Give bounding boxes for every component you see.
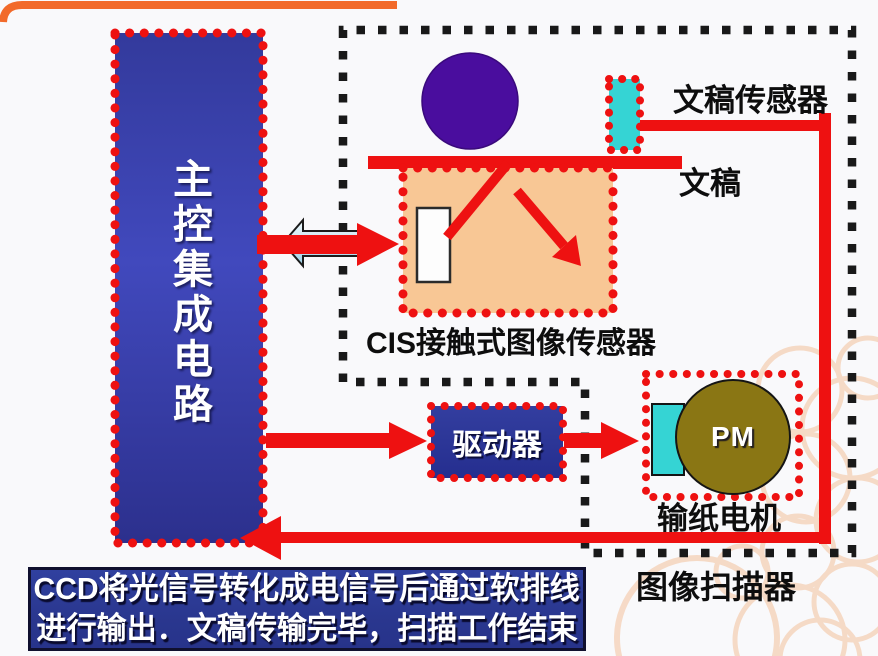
main-block-label: 主控集成电路 bbox=[167, 158, 211, 428]
paper-roller-circle bbox=[421, 52, 519, 150]
reflected-ray-arrowhead bbox=[552, 235, 581, 266]
scanner-label: 图像扫描器 bbox=[636, 569, 797, 605]
sensor-connector-line bbox=[640, 120, 830, 131]
cis-lens-rect bbox=[415, 206, 452, 284]
light-ray-line bbox=[443, 159, 512, 241]
decorative-circle bbox=[614, 555, 780, 656]
feedback-horizontal-line bbox=[268, 532, 831, 543]
document-sensor-box bbox=[605, 75, 644, 154]
motor-box bbox=[642, 370, 803, 501]
feedback-arrowhead bbox=[240, 516, 281, 560]
control-to-cis-arrow bbox=[257, 223, 399, 266]
caption-banner: CCD将光信号转化成电信号后通过软排线 进行输出．文稿传输完毕，扫描工作结束 bbox=[28, 567, 586, 651]
pm-label: PM bbox=[711, 421, 755, 452]
decorative-circle bbox=[777, 617, 863, 656]
motor-circle bbox=[675, 379, 791, 495]
driver-box bbox=[427, 402, 567, 482]
doc-sensor-label: 文稿传感器 bbox=[673, 83, 828, 118]
driver-label: 驱动器 bbox=[452, 429, 542, 462]
cis-label: CIS接触式图像传感器 bbox=[366, 327, 657, 360]
control-to-driver-arrow bbox=[266, 422, 427, 459]
caption-line-2: 进行输出．文稿传输完毕，扫描工作结束 bbox=[36, 611, 578, 646]
feedback-vertical-line bbox=[819, 113, 831, 544]
decorative-top-bar bbox=[0, 1, 397, 23]
decorative-circle bbox=[835, 335, 878, 401]
driver-to-motor-arrow bbox=[564, 422, 639, 459]
scanner-outline bbox=[338, 25, 857, 558]
paper-motor-label: 输纸电机 bbox=[657, 501, 781, 536]
caption-line-1: CCD将光信号转化成电信号后通过软排线 bbox=[33, 571, 581, 606]
main-control-block bbox=[110, 28, 268, 548]
decorative-circle bbox=[713, 543, 771, 601]
document-label: 文稿 bbox=[679, 166, 741, 201]
reflected-ray-shaft bbox=[513, 187, 568, 250]
